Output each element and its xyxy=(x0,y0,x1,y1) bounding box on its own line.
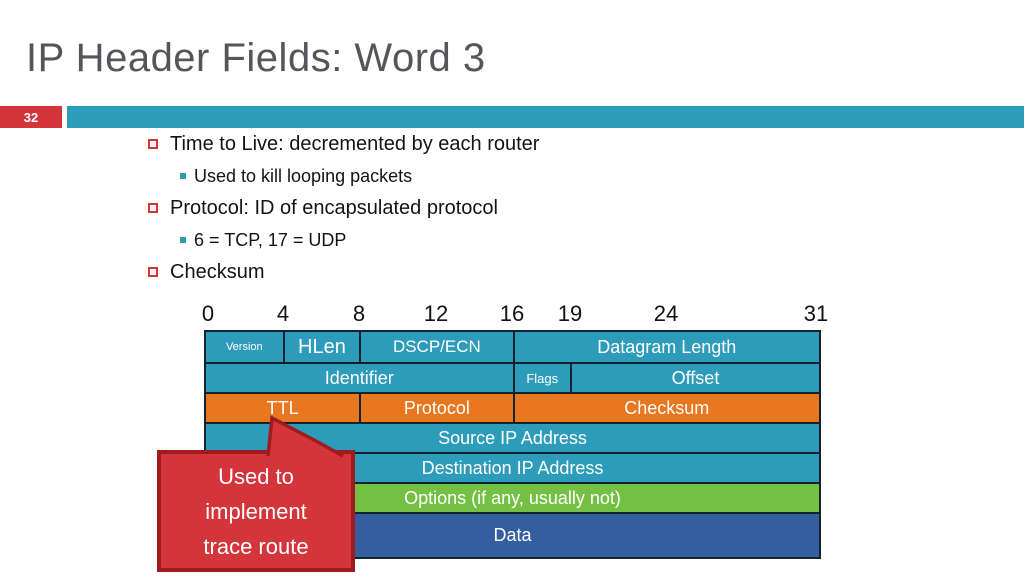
word2-row: TTL Protocol Checksum xyxy=(206,392,819,422)
callout-line: implement xyxy=(205,498,307,524)
bullet-text: Protocol: ID of encapsulated protocol xyxy=(170,196,498,219)
page-title: IP Header Fields: Word 3 xyxy=(26,36,486,80)
bullet-list: Time to Live: decremented by each router… xyxy=(0,128,1024,288)
bullet-square-icon xyxy=(180,237,186,243)
word1-row: Identifier Flags Offset xyxy=(206,362,819,392)
bullet-text: Checksum xyxy=(170,260,265,283)
field-cell-offset: Offset xyxy=(569,364,819,392)
field-cell-protocol: Protocol xyxy=(359,394,513,422)
bullet-item-checksum: Checksum xyxy=(0,256,1024,288)
bit-label: 12 xyxy=(423,301,449,326)
slide-number-badge: 32 xyxy=(0,106,62,128)
field-cell-flags: Flags xyxy=(512,364,570,392)
bit-label: 8 xyxy=(352,301,366,326)
accent-bar xyxy=(67,106,1024,128)
callout-pointer-icon xyxy=(266,415,344,458)
bit-label: 24 xyxy=(653,301,679,326)
bullet-text: Time to Live: decremented by each router xyxy=(170,132,540,155)
field-cell-hlen: HLen xyxy=(282,332,360,362)
bullet-square-icon xyxy=(180,173,186,179)
bit-label: 16 xyxy=(499,301,525,326)
bit-label: 0 xyxy=(201,301,215,326)
bullet-square-icon xyxy=(148,203,158,213)
field-cell-dscp-ecn: DSCP/ECN xyxy=(359,332,513,362)
bullet-square-icon xyxy=(148,139,158,149)
field-cell-identifier: Identifier xyxy=(206,364,513,392)
bit-label: 19 xyxy=(557,301,583,326)
callout-line: trace route xyxy=(203,533,309,559)
field-cell-checksum: Checksum xyxy=(512,394,819,422)
field-cell-version: Version xyxy=(206,332,283,362)
bullet-item-tcp-udp: 6 = TCP, 17 = UDP xyxy=(0,224,1024,256)
bullet-item-kill-looping: Used to kill looping packets xyxy=(0,160,1024,192)
field-cell-ttl: TTL xyxy=(206,394,360,422)
bullet-text: 6 = TCP, 17 = UDP xyxy=(194,229,347,250)
bullet-text: Used to kill looping packets xyxy=(194,165,413,186)
word0-row: Version HLen DSCP/ECN Datagram Length xyxy=(206,332,819,362)
bit-label: 31 xyxy=(803,301,829,326)
field-cell-datagram-length: Datagram Length xyxy=(512,332,819,362)
bullet-item-ttl: Time to Live: decremented by each router xyxy=(0,128,1024,160)
trace-route-callout: Used to implement trace route xyxy=(157,450,355,572)
bit-number-ruler: 0 4 8 12 16 19 24 31 xyxy=(201,300,828,328)
bullet-item-protocol: Protocol: ID of encapsulated protocol xyxy=(0,192,1024,224)
bullet-square-icon xyxy=(148,267,158,277)
bit-label: 4 xyxy=(276,301,290,326)
callout-line: Used to xyxy=(218,463,294,489)
